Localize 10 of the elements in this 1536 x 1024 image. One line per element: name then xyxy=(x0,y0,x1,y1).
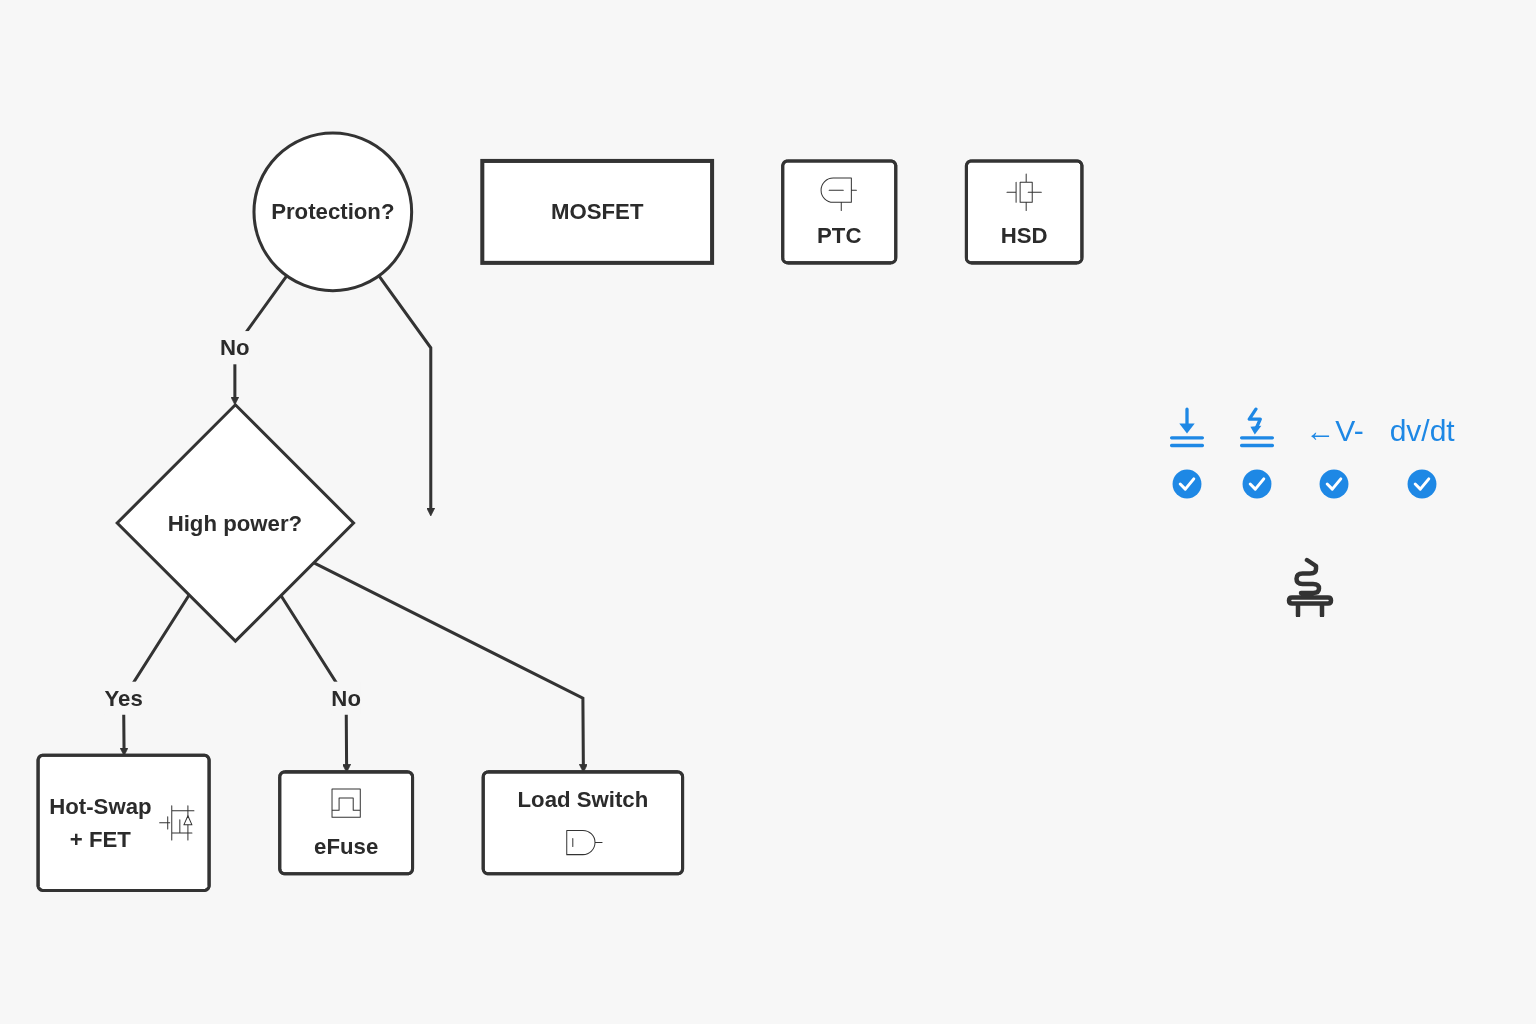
symbol-text: dv/dt xyxy=(1389,413,1455,449)
node-circle: Protection? xyxy=(252,131,414,293)
symbol-text: ←V- xyxy=(1305,413,1364,449)
arrow xyxy=(312,561,588,773)
node-diamond: High power? xyxy=(115,402,356,644)
edge-label: No xyxy=(220,335,250,361)
edge-label: No xyxy=(331,685,361,712)
node-box: MOSFET xyxy=(480,159,715,266)
edge-label: Yes xyxy=(104,685,143,712)
arrow xyxy=(377,275,436,517)
